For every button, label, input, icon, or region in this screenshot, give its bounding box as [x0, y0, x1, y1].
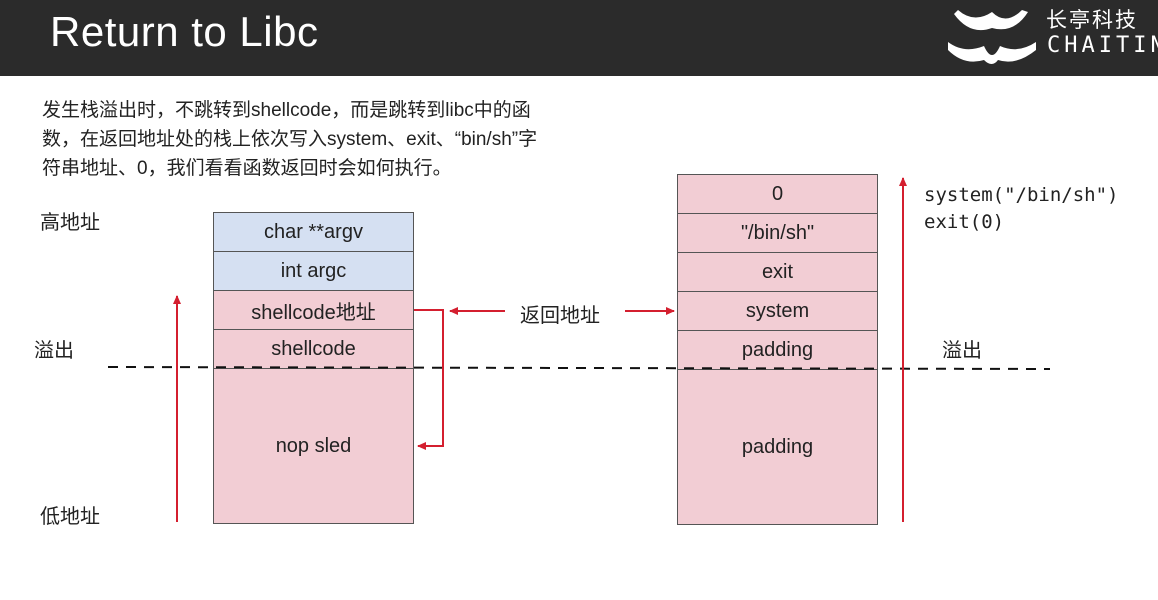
description-line: 数，在返回地址处的栈上依次写入system、exit、“bin/sh”字	[42, 129, 538, 150]
return-address-label: 返回地址	[520, 303, 600, 327]
stack-cell-shellcode-address: shellcode地址	[213, 290, 414, 330]
code-line-exit: exit(0)	[924, 211, 1005, 233]
right-stack: 0 "/bin/sh" exit system padding padding	[677, 174, 878, 525]
left-stack: char **argv int argc shellcode地址 shellco…	[213, 212, 414, 524]
chaitin-logo-icon	[948, 10, 1036, 64]
description-line: 发生栈溢出时，不跳转到shellcode，而是跳转到libc中的函	[42, 100, 531, 121]
logo-text-cn: 长亭科技	[1046, 8, 1138, 32]
description-line: 符串地址、0，我们看看函数返回时会如何执行。	[42, 158, 452, 179]
stack-cell-padding-lower: padding	[677, 369, 878, 525]
shellcode-jump-arrow	[414, 309, 444, 450]
stack-cell-zero: 0	[677, 174, 878, 214]
stack-cell-binsh: "/bin/sh"	[677, 213, 878, 253]
high-address-label: 高地址	[40, 210, 100, 234]
stack-cell-shellcode: shellcode	[213, 329, 414, 369]
stack-cell-exit: exit	[677, 252, 878, 292]
stack-cell-nop-sled: nop sled	[213, 368, 414, 524]
title-bar: Return to Libc 长亭科技 CHAITIN	[0, 0, 1158, 76]
overflow-label-left: 溢出	[34, 338, 74, 362]
page-title: Return to Libc	[50, 8, 319, 55]
description: 发生栈溢出时，不跳转到shellcode，而是跳转到libc中的函 数，在返回地…	[42, 96, 642, 183]
overflow-label-right: 溢出	[942, 338, 982, 362]
overflow-dashed-line	[107, 366, 1051, 370]
code-line-system: system("/bin/sh")	[924, 184, 1119, 206]
low-address-label: 低地址	[40, 504, 100, 528]
logo-text-en: CHAITIN	[1047, 33, 1158, 58]
